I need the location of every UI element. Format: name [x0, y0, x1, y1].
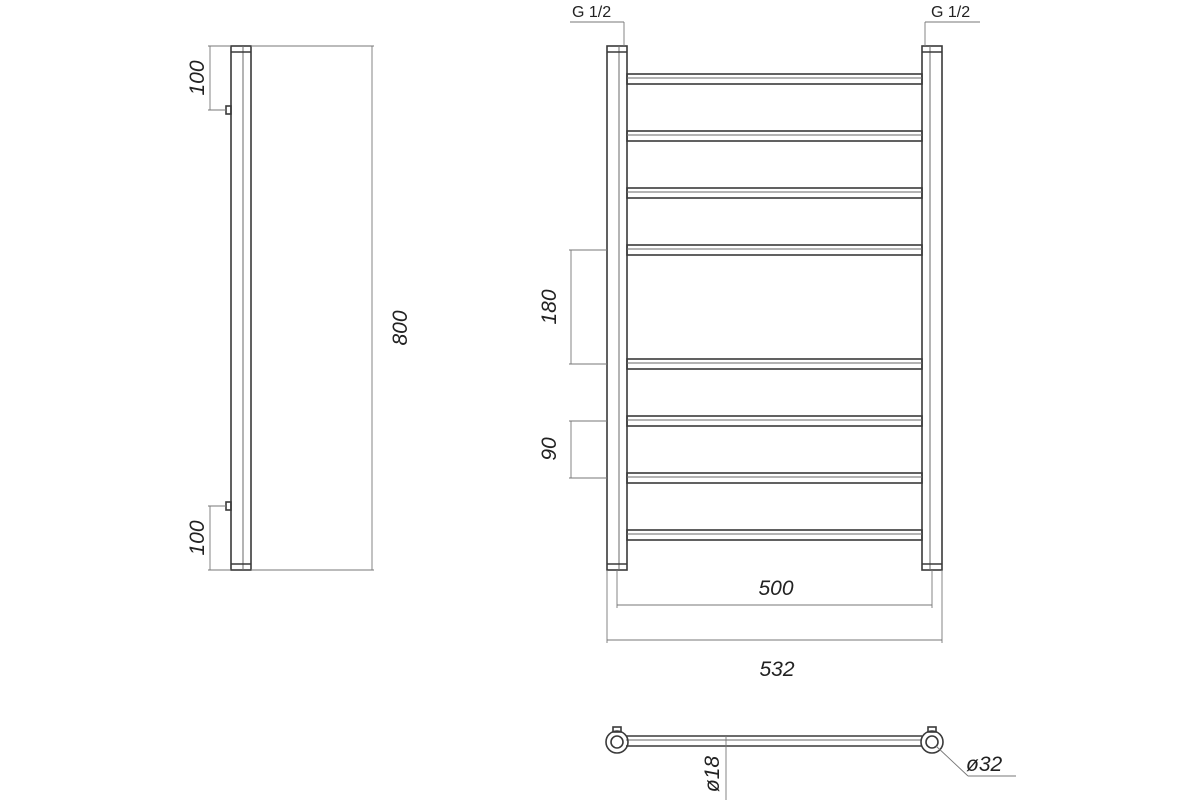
- dimension-bar-spacing-small: [569, 420, 607, 479]
- side-top-connector: [225, 105, 232, 115]
- front-bar: [626, 529, 923, 541]
- front-right-tube: [921, 45, 943, 571]
- side-vertical-tube: [230, 45, 252, 571]
- front-bar: [626, 187, 923, 199]
- bottom-view: ø18 ø32: [605, 726, 1016, 800]
- front-bar: [626, 358, 923, 370]
- dimension-height: [251, 45, 374, 571]
- left-connection-label: G 1/2: [572, 4, 611, 21]
- front-horizontal-bars: [626, 73, 923, 541]
- left-connection-leader: [570, 21, 625, 46]
- bar-spacing-small-label: 90: [538, 437, 561, 461]
- front-view: G 1/2 G 1/2 180 90 500: [538, 4, 980, 681]
- bottom-left-tube-section: [605, 726, 629, 754]
- bar-spacing-large-label: 180: [538, 289, 561, 324]
- dimension-top-offset: [208, 45, 231, 111]
- front-left-tube: [606, 45, 628, 571]
- front-bar: [626, 415, 923, 427]
- side-view: 100 100 800: [186, 45, 412, 571]
- right-connection-leader: [924, 21, 980, 46]
- dimension-total-width: [606, 570, 943, 643]
- dimension-center-distance: [616, 570, 933, 608]
- front-bar: [626, 244, 923, 256]
- total-width-label: 532: [759, 658, 794, 681]
- right-connection-label: G 1/2: [931, 4, 970, 21]
- bottom-right-tube-section: [920, 726, 944, 754]
- tube-diameter-label: ø32: [966, 753, 1003, 776]
- side-top-offset-label: 100: [186, 60, 209, 95]
- front-bar: [626, 130, 923, 142]
- side-height-label: 800: [389, 310, 412, 345]
- center-distance-label: 500: [758, 577, 793, 600]
- bar-diameter-label: ø18: [701, 756, 724, 793]
- tube-diameter-leader: [935, 745, 1016, 777]
- dimension-bottom-offset: [208, 505, 231, 571]
- front-bar: [626, 472, 923, 484]
- dimension-bar-spacing-large: [569, 249, 607, 365]
- side-bottom-offset-label: 100: [186, 520, 209, 555]
- side-bottom-connector: [225, 501, 232, 511]
- front-bar: [626, 73, 923, 85]
